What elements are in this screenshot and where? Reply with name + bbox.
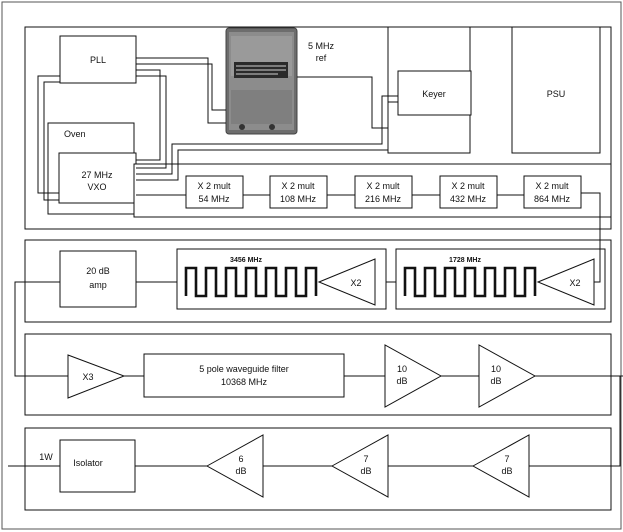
doubler-3456-label: X2 bbox=[350, 278, 361, 288]
vxo-box bbox=[58, 152, 137, 204]
filter-3456-label: 3456 MHz bbox=[230, 257, 262, 264]
amp-7db-1-line1: 7 bbox=[363, 454, 368, 464]
vxo-label-line2: VXO bbox=[87, 182, 106, 192]
multiplier-label: X 2 mult bbox=[451, 181, 485, 191]
vxo-label-line1: 27 MHz bbox=[81, 170, 113, 180]
ref-label-line1: 5 MHz bbox=[308, 41, 335, 51]
amp-10db-2-line2: dB bbox=[490, 376, 501, 386]
amp-20db-line1: 20 dB bbox=[86, 266, 110, 276]
multiplier-54: X 2 mult 54 MHz bbox=[185, 175, 244, 209]
amp-10db-1-line2: dB bbox=[396, 376, 407, 386]
multiplier-432: X 2 mult 432 MHz bbox=[439, 175, 498, 209]
amp-10db-2-line1: 10 bbox=[491, 364, 501, 374]
pll-box bbox=[59, 35, 137, 84]
multiplier-freq: 864 MHz bbox=[534, 194, 571, 204]
amp-6db-line1: 6 bbox=[238, 454, 243, 464]
multiplier-freq: 108 MHz bbox=[280, 194, 317, 204]
frequency-reference-photo bbox=[225, 27, 298, 135]
amp-7db-2-line1: 7 bbox=[504, 454, 509, 464]
isolator-box bbox=[59, 439, 136, 493]
top-wiring bbox=[37, 57, 601, 240]
amp-6db-line2: dB bbox=[235, 466, 246, 476]
multiplier-864: X 2 mult 864 MHz bbox=[523, 175, 582, 209]
filter-3456-meander bbox=[184, 266, 318, 298]
amp-7db-1-line2: dB bbox=[360, 466, 371, 476]
doubler-1728-label: X2 bbox=[569, 278, 580, 288]
multiplier-label: X 2 mult bbox=[366, 181, 400, 191]
waveguide-filter-line1: 5 pole waveguide filter bbox=[199, 364, 289, 374]
multiplier-label: X 2 mult bbox=[197, 181, 231, 191]
ref-label-line2: ref bbox=[316, 53, 327, 63]
filter-1728-label: 1728 MHz bbox=[449, 257, 481, 264]
multiplier-freq: 54 MHz bbox=[198, 194, 230, 204]
isolator-label: Isolator bbox=[73, 458, 103, 468]
amp-7db-2-line2: dB bbox=[501, 466, 512, 476]
keyer-box bbox=[397, 70, 472, 116]
oven-label: Oven bbox=[64, 129, 86, 139]
pll-label: PLL bbox=[90, 55, 106, 65]
keyer-label: Keyer bbox=[422, 89, 446, 99]
psu-label: PSU bbox=[547, 89, 566, 99]
filter-wiring bbox=[14, 240, 601, 377]
amp-20db-box bbox=[59, 250, 137, 308]
multiplier-freq: 216 MHz bbox=[365, 194, 402, 204]
amp-10db-1-line1: 10 bbox=[397, 364, 407, 374]
amp-20db-line2: amp bbox=[89, 280, 107, 290]
psu-box bbox=[511, 26, 601, 154]
multiplier-216: X 2 mult 216 MHz bbox=[354, 175, 413, 209]
multiplier-label: X 2 mult bbox=[535, 181, 569, 191]
tripler-label: X3 bbox=[82, 372, 93, 382]
multiplier-108: X 2 mult 108 MHz bbox=[269, 175, 328, 209]
output-power-label: 1W bbox=[39, 452, 53, 462]
multiplier-label: X 2 mult bbox=[281, 181, 315, 191]
waveguide-filter-box bbox=[143, 353, 345, 398]
multiplier-freq: 432 MHz bbox=[450, 194, 487, 204]
filter-1728-meander bbox=[403, 266, 537, 298]
waveguide-filter-line2: 10368 MHz bbox=[221, 377, 268, 387]
doubler-3456-triangle bbox=[317, 258, 376, 306]
